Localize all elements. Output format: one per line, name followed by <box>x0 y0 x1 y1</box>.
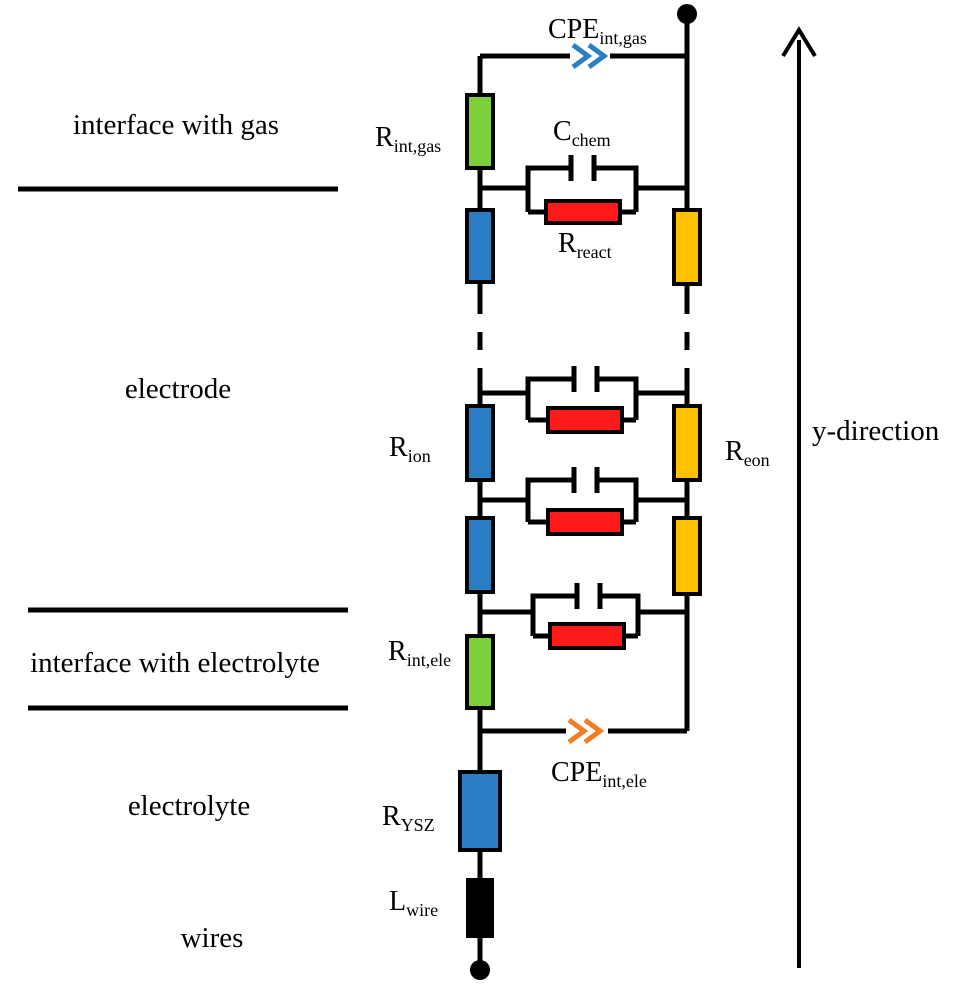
region-label-wires: wires <box>181 922 244 954</box>
rc-cell-top <box>480 155 687 225</box>
bottom-terminal <box>470 960 490 980</box>
r-int-gas-label: Rint,gas <box>375 122 441 156</box>
rc-cell-4 <box>480 583 687 650</box>
ionic-resistor <box>465 516 495 594</box>
r-int-ele-label: Rint,ele <box>388 636 451 670</box>
region-label-electrode: electrode <box>125 373 231 405</box>
top-terminal <box>677 4 697 24</box>
electronic-resistor <box>672 208 702 286</box>
cpe-electrolyte-label: CPEint,ele <box>551 757 647 791</box>
region-label-electrolyte-interface: interface with electrolyte <box>30 647 320 679</box>
r-ion-label: Rion <box>389 432 431 466</box>
reaction-resistor <box>544 199 622 225</box>
wire-inductor <box>466 878 494 938</box>
reaction-resistor <box>546 406 624 434</box>
interface-electrolyte-resistor <box>465 634 495 710</box>
interface-gas-resistor <box>465 93 495 170</box>
r-ysz-label: RYSZ <box>382 801 435 835</box>
rc-cell-2 <box>480 366 687 434</box>
reaction-resistor <box>546 508 624 536</box>
electronic-resistor <box>672 404 702 482</box>
region-label-electrolyte: electrolyte <box>128 790 250 822</box>
r-react-label: Rreact <box>558 228 612 262</box>
y-direction-label: y-direction <box>812 415 940 447</box>
rc-cell-3 <box>480 467 687 536</box>
l-wire-label: Lwire <box>389 886 438 920</box>
c-chem-label: Cchem <box>553 116 611 150</box>
electronic-resistor <box>672 516 702 596</box>
circuit-wires <box>477 15 690 972</box>
region-label-gas-interface: interface with gas <box>73 109 279 141</box>
y-direction-arrow <box>781 26 817 968</box>
r-eon-label: Reon <box>725 436 770 470</box>
cpe-electrolyte-symbol <box>566 717 608 745</box>
cpe-gas-symbol <box>570 42 610 70</box>
ionic-resistor <box>465 208 495 284</box>
ysz-resistor <box>458 770 502 852</box>
ionic-resistor <box>465 404 495 482</box>
reaction-resistor <box>548 622 626 650</box>
cpe-gas-label: CPEint,gas <box>548 14 647 48</box>
